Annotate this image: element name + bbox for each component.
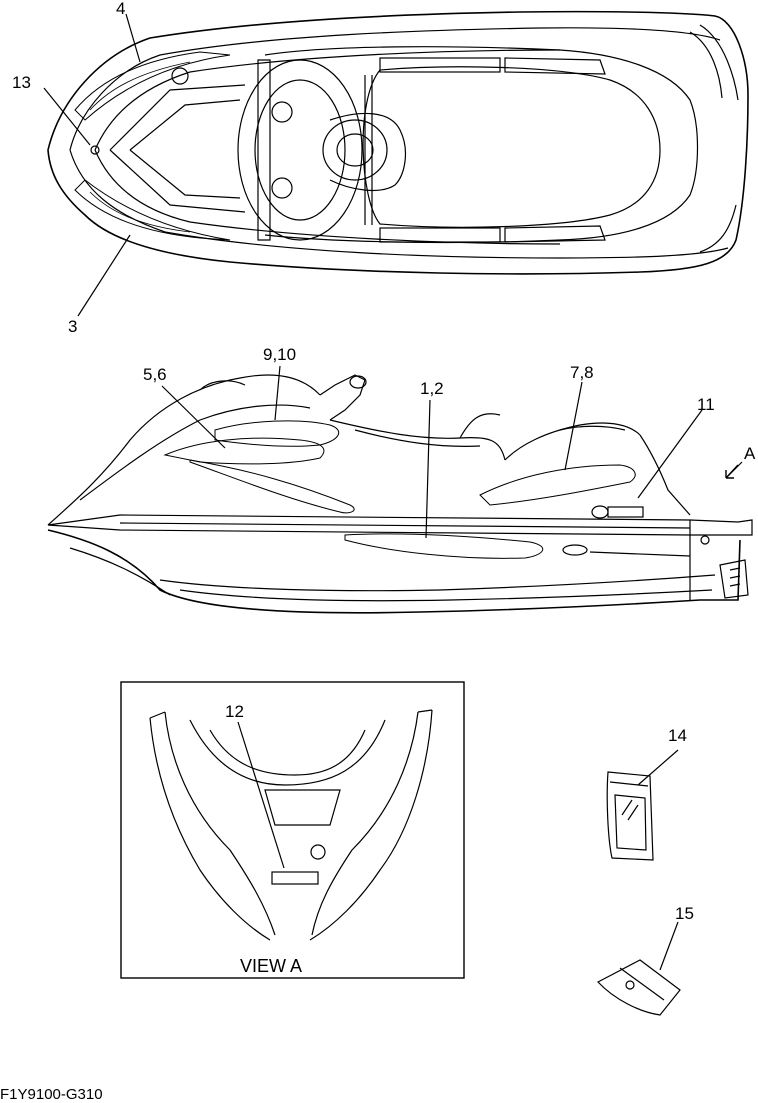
drawing-code: F1Y9100-G310 [0, 1086, 103, 1103]
callout-14: 14 [668, 726, 687, 745]
callout-7-8: 7,8 [570, 363, 594, 382]
callout-1-2: 1,2 [420, 379, 444, 398]
callout-15: 15 [675, 904, 694, 923]
view-a-frame [120, 681, 465, 979]
callout-13: 13 [12, 73, 31, 92]
callout-12: 12 [225, 702, 244, 721]
view-a-arrow-label: A [744, 444, 756, 463]
callout-5-6: 5,6 [143, 365, 167, 384]
view-a-drawing [149, 709, 433, 941]
top-view-hull [47, 10, 749, 275]
callout-3: 3 [68, 317, 78, 336]
callout-4: 4 [116, 0, 126, 18]
item-14-manual-pouch [606, 771, 654, 861]
callout-9-10: 9,10 [263, 345, 297, 364]
item-15-tag [597, 959, 681, 1016]
view-a-title: VIEW A [240, 956, 303, 976]
callout-11: 11 [697, 395, 715, 414]
side-view-hull [47, 374, 753, 614]
